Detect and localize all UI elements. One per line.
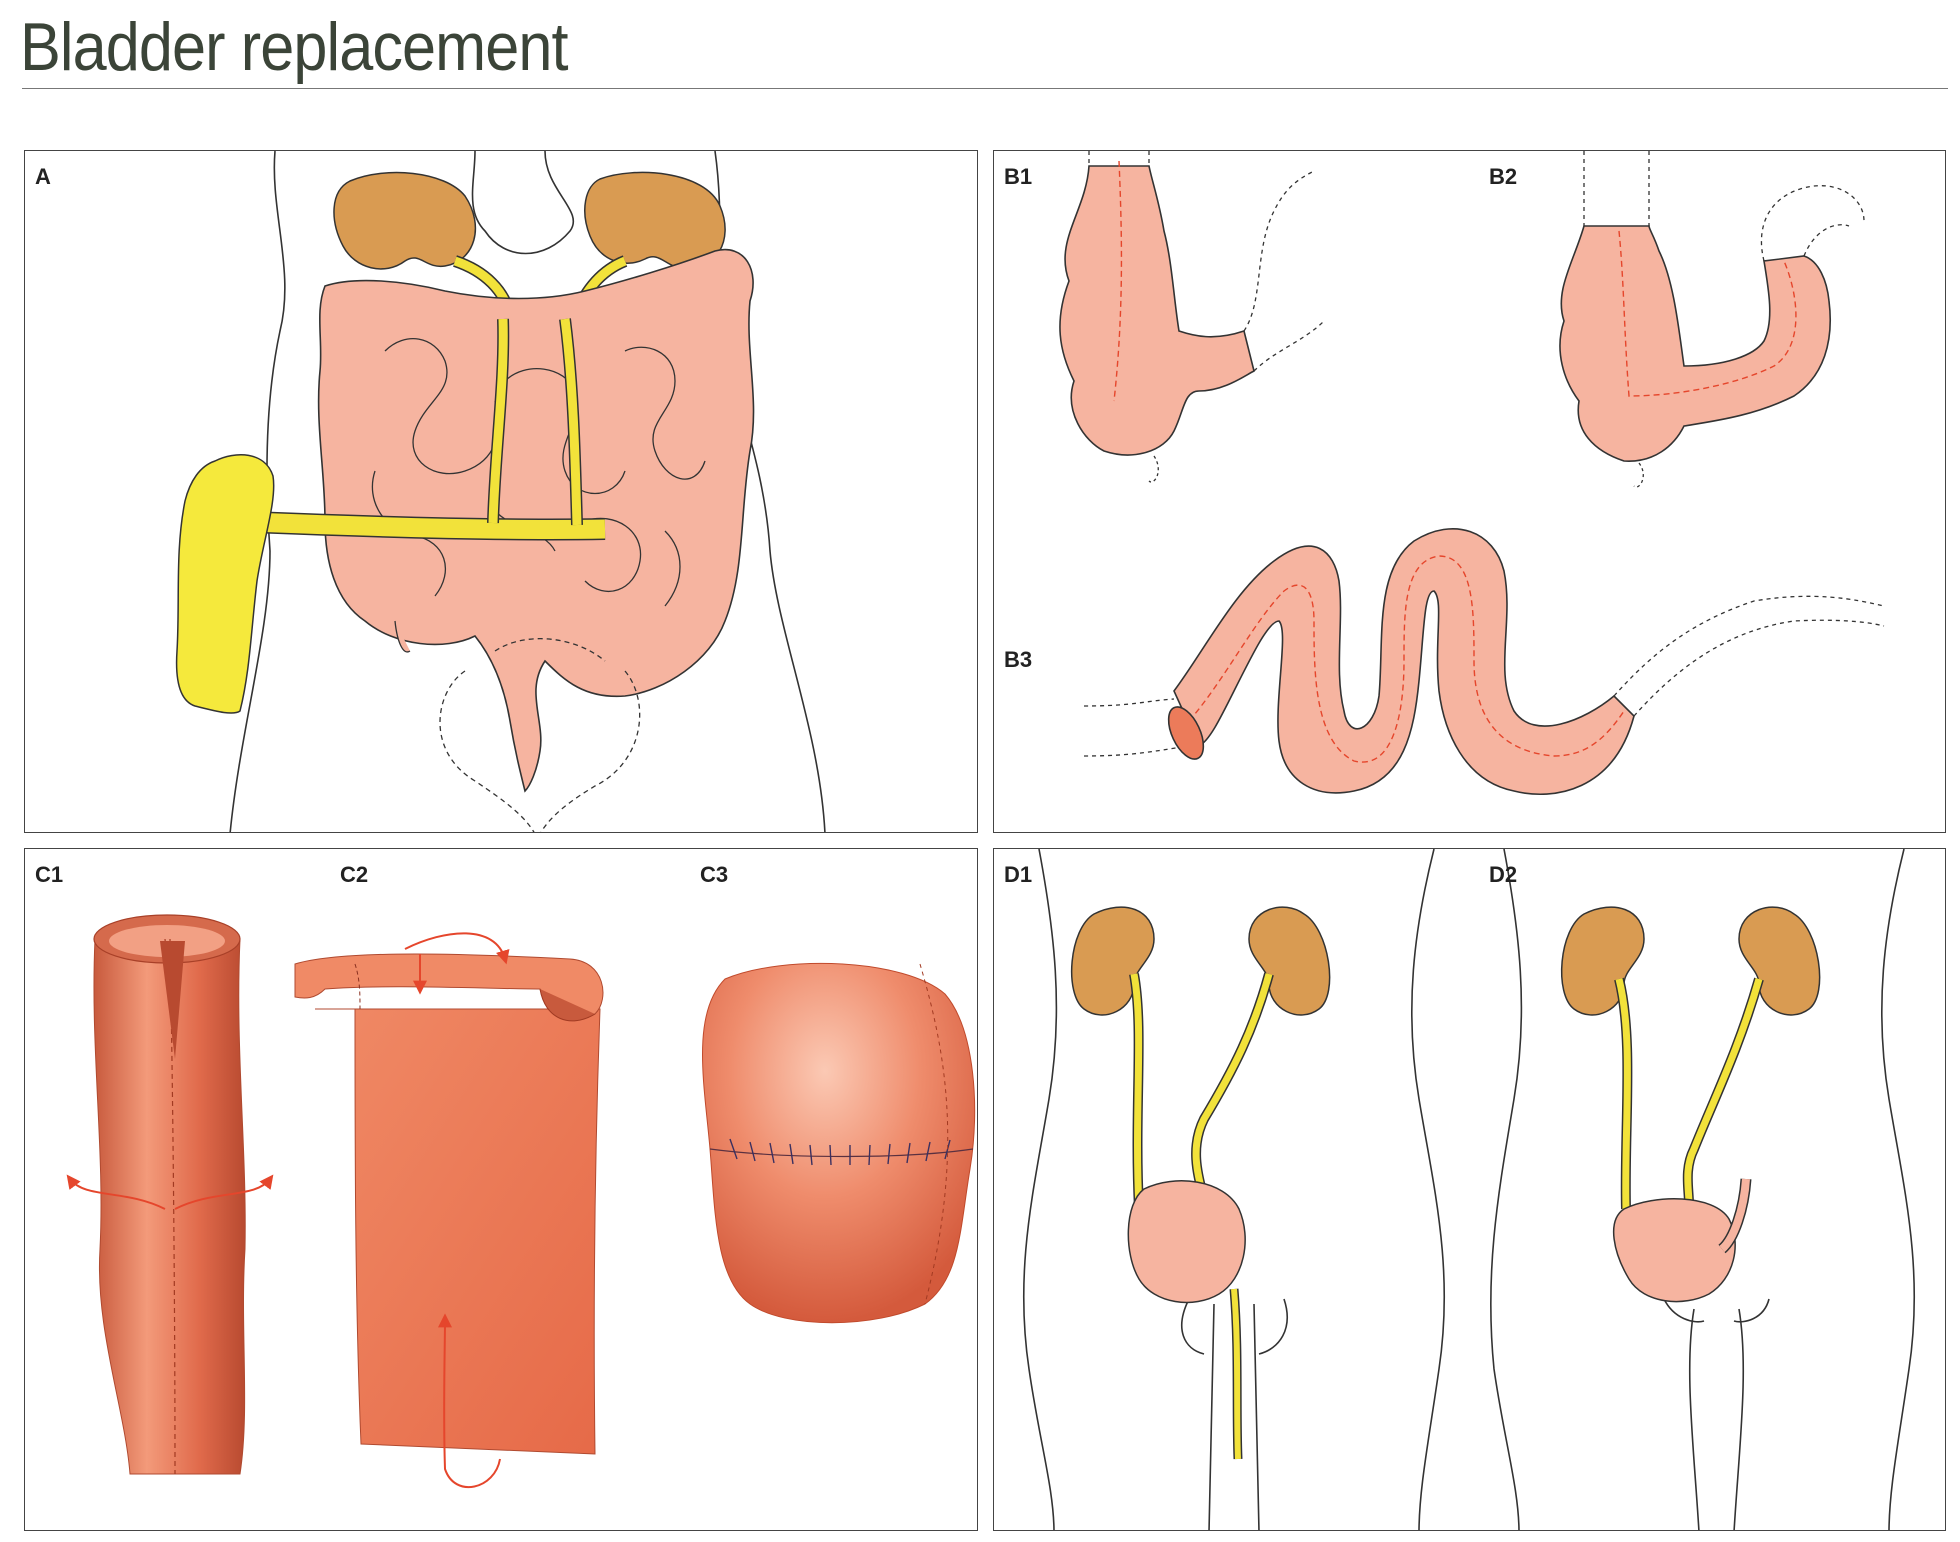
panel-a-illustration <box>175 151 826 832</box>
urostomy-bag-shape <box>175 454 275 714</box>
panel-b-illustration <box>1059 151 1885 796</box>
title-divider <box>22 88 1948 89</box>
left-kidney-shape <box>333 171 477 270</box>
d1-neobladder-shape <box>1127 1180 1246 1304</box>
c1-tube-shape <box>66 914 274 1475</box>
panel-d: D1 D2 <box>993 848 1946 1531</box>
panel-d1-label: D1 <box>1004 862 1033 887</box>
panel-b2-label: B2 <box>1489 164 1518 189</box>
panel-b3-label: B3 <box>1004 647 1033 672</box>
panel-d-illustration <box>1022 849 1916 1530</box>
panel-c2-label: C2 <box>340 862 369 887</box>
b1-segment-shape <box>1059 151 1325 483</box>
b3-segment-shape <box>1083 527 1885 796</box>
panel-a: A <box>24 150 978 833</box>
b2-segment-shape <box>1559 151 1865 488</box>
panel-b1-label: B1 <box>1004 164 1033 189</box>
panel-b: B1 B2 B3 <box>993 150 1946 833</box>
c2-sheet-shape <box>294 932 604 1488</box>
panel-c3-label: C3 <box>700 862 729 887</box>
panel-c-illustration <box>66 914 976 1488</box>
panel-c: C1 C2 C3 <box>24 848 978 1531</box>
d2-pouch-shape <box>1612 1198 1736 1303</box>
panel-c1-label: C1 <box>35 862 64 887</box>
c3-pouch-shape <box>702 962 976 1324</box>
page-title: Bladder replacement <box>20 9 569 85</box>
panel-d2-label: D2 <box>1489 862 1518 887</box>
panel-a-label: A <box>35 164 51 189</box>
